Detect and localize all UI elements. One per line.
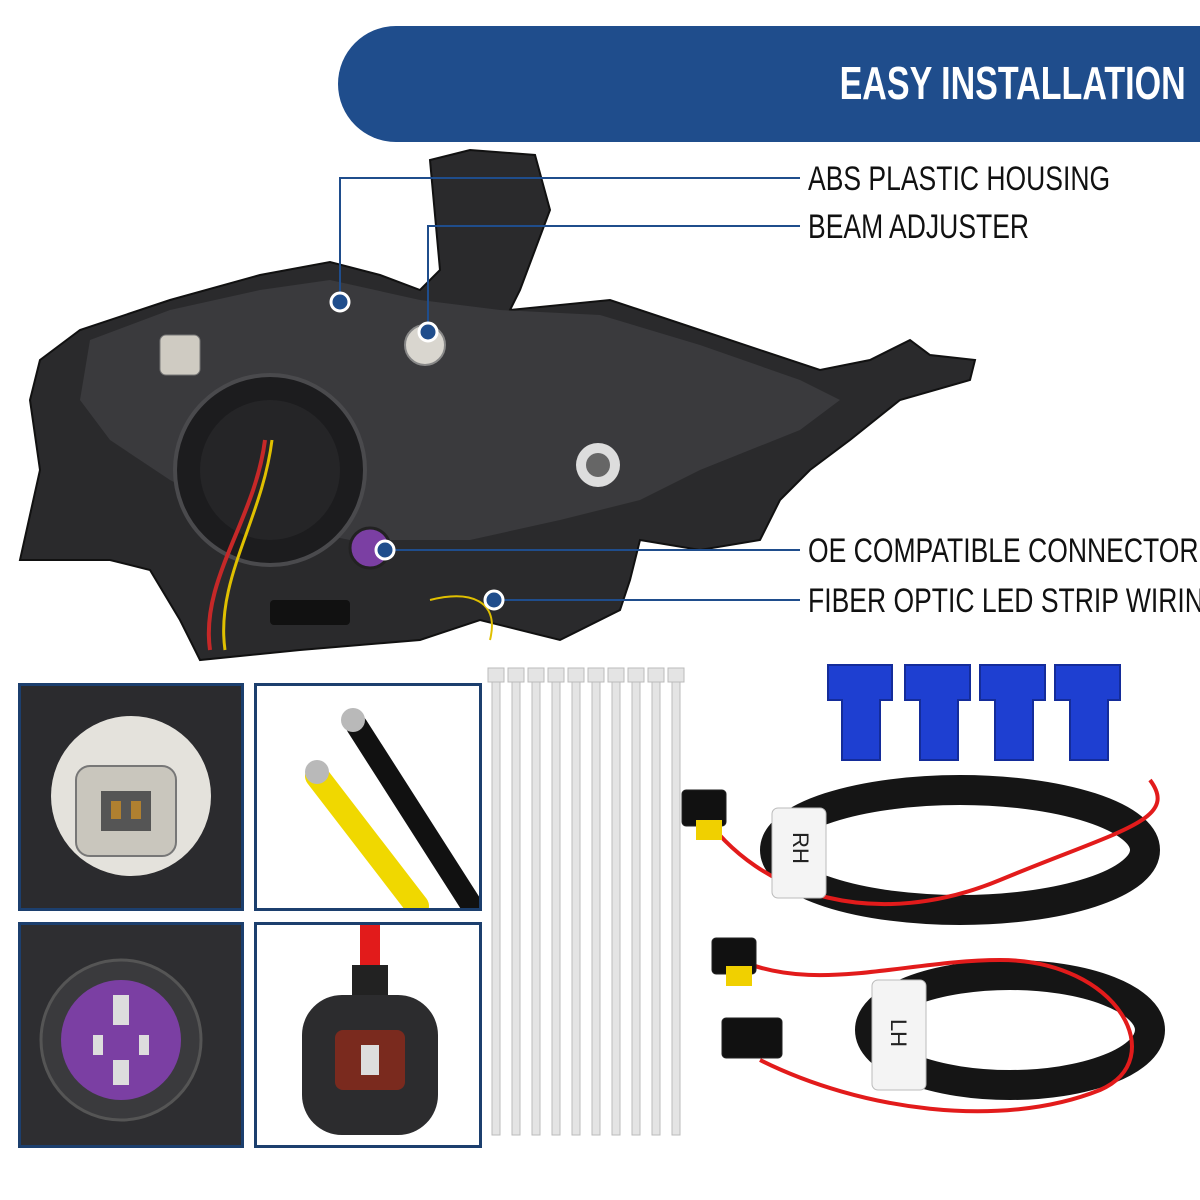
plug-closeup-image — [21, 686, 241, 908]
callout-oe-connector: OE COMPATIBLE CONNECTOR — [808, 532, 1199, 570]
callout-lines — [339, 177, 800, 601]
fiber-connector-image — [257, 925, 479, 1145]
callout-beam-adjuster: BEAM ADJUSTER — [808, 208, 1030, 246]
harness-tag-rh: RH — [787, 832, 813, 864]
oe-connector-image — [21, 925, 241, 1145]
panel-fiber-connector — [254, 922, 482, 1148]
wire-tap-connectors — [827, 664, 1121, 761]
callout-fiber-optic-wiring: FIBER OPTIC LED STRIP WIRING — [808, 582, 1200, 620]
panel-headlight-plug — [18, 683, 244, 911]
header-banner: EASY INSTALLATION — [338, 26, 1200, 142]
harness-tag-lh: LH — [886, 1018, 912, 1048]
wiring-harness — [681, 775, 1165, 1114]
callout-dots — [329, 291, 505, 611]
headlight-housing — [18, 148, 977, 662]
panel-wire-ends — [254, 683, 482, 911]
panel-oe-connector — [18, 922, 244, 1148]
wire-ends-image — [257, 686, 479, 908]
zip-ties — [487, 667, 685, 1136]
banner-title: EASY INSTALLATION — [839, 57, 1186, 109]
callout-abs-housing: ABS PLASTIC HOUSING — [808, 160, 1111, 198]
